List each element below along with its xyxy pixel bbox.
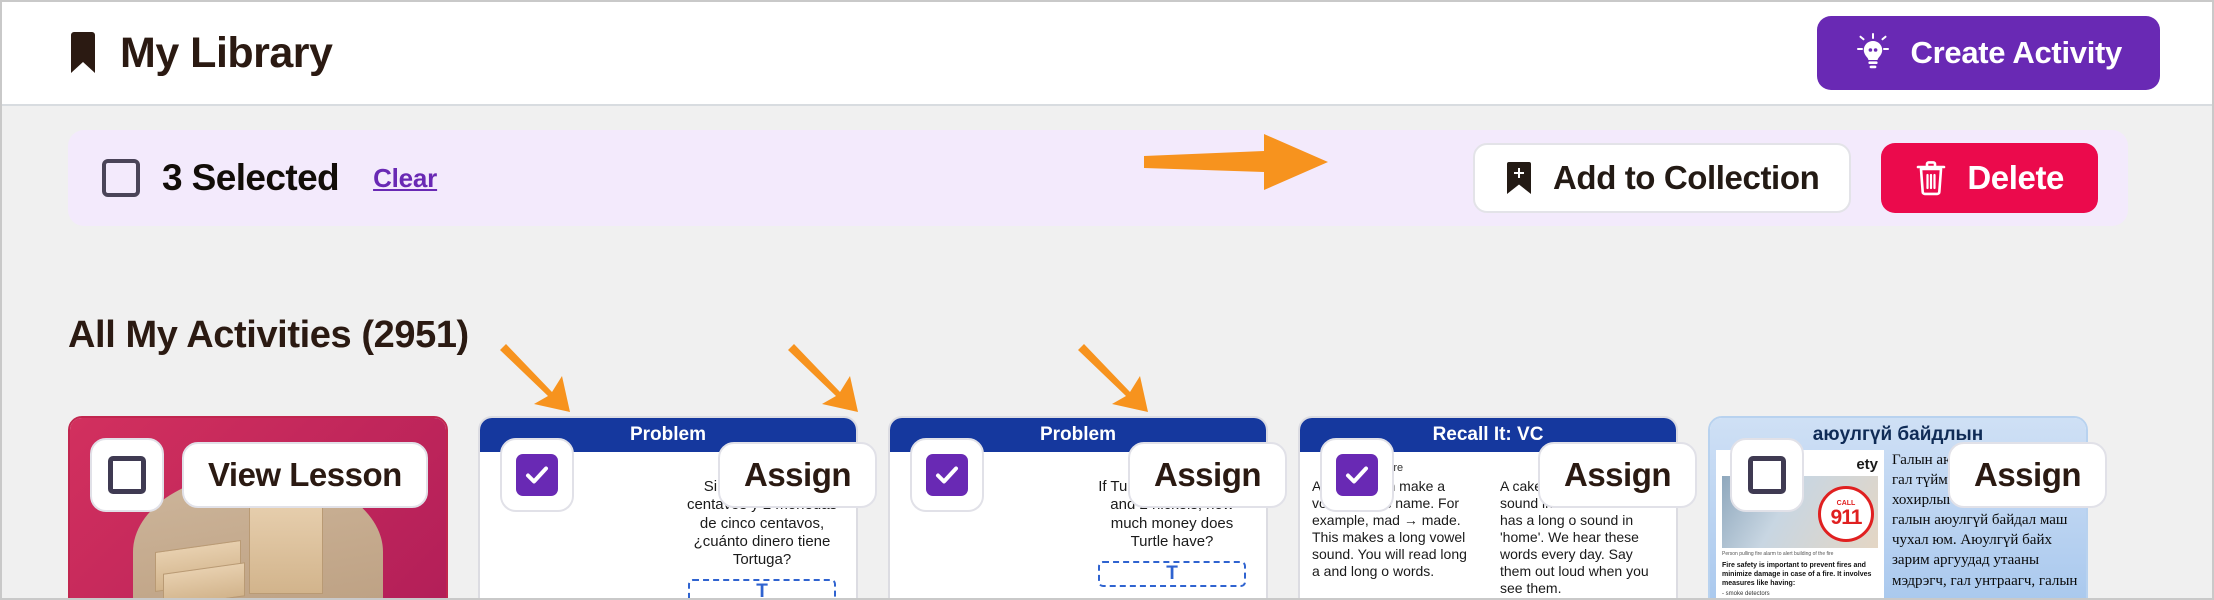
card-select-checkbox[interactable]	[1320, 438, 1394, 512]
assign-button[interactable]: Assign	[718, 442, 878, 508]
checkbox-unchecked-icon	[108, 456, 146, 494]
checkbox-unchecked-icon	[1748, 456, 1786, 494]
delete-button[interactable]: Delete	[1881, 143, 2098, 213]
badge-number-label: 911	[1830, 506, 1863, 529]
assign-button[interactable]: Assign	[1128, 442, 1288, 508]
document-header: аюулгүй байдлын	[1812, 424, 1984, 445]
select-all-checkbox[interactable]	[102, 159, 140, 197]
selected-count-label: 3 Selected	[162, 157, 340, 198]
clear-selection-link[interactable]: Clear	[373, 162, 438, 193]
delete-label: Delete	[1967, 159, 2064, 196]
lightbulb-icon	[1855, 33, 1891, 73]
add-to-collection-label: Add to Collection	[1553, 159, 1820, 196]
worksheet-text-input[interactable]: T	[688, 579, 836, 598]
annotation-arrow-diagonal	[500, 342, 580, 421]
view-lesson-button[interactable]: View Lesson	[182, 442, 428, 508]
checkbox-checked-icon	[926, 454, 968, 496]
page-title: My Library	[120, 28, 333, 77]
card-select-checkbox[interactable]	[1730, 438, 1804, 512]
worksheet-text-input[interactable]: T	[1098, 561, 1246, 588]
annotation-arrow-diagonal	[1078, 342, 1158, 421]
selection-toolbar: 3 Selected Clear Add to Collection Delet…	[68, 130, 2128, 226]
annotation-arrow-diagonal	[788, 342, 868, 421]
assign-button[interactable]: Assign	[1538, 442, 1698, 508]
photo-caption: Person pulling fire alarm to alert build…	[1722, 551, 1834, 557]
embedded-document-title: ety	[1856, 456, 1878, 473]
bookmark-plus-icon	[1505, 161, 1533, 195]
checkbox-checked-icon	[516, 454, 558, 496]
document-subheading: Fire safety is important to prevent fire…	[1722, 562, 1872, 588]
activities-section-title: All My Activities (2951)	[68, 314, 469, 356]
assign-button[interactable]: Assign	[1948, 442, 2108, 508]
add-to-collection-button[interactable]: Add to Collection	[1473, 143, 1852, 213]
bookmark-icon	[68, 31, 98, 75]
create-activity-label: Create Activity	[1910, 35, 2123, 70]
card-select-checkbox[interactable]	[500, 438, 574, 512]
trash-icon	[1915, 160, 1947, 196]
create-activity-button[interactable]: Create Activity	[1816, 16, 2160, 90]
call-911-badge: CALL 911	[1818, 486, 1874, 542]
document-list-item: - smoke detectors	[1722, 591, 1770, 598]
header-branding: My Library	[68, 28, 333, 78]
badge-call-label: CALL	[1836, 500, 1856, 507]
card-select-checkbox[interactable]	[90, 438, 164, 512]
card-select-checkbox[interactable]	[910, 438, 984, 512]
checkbox-checked-icon	[1336, 454, 1378, 496]
page-header: My Library Create Activity	[2, 2, 2212, 106]
